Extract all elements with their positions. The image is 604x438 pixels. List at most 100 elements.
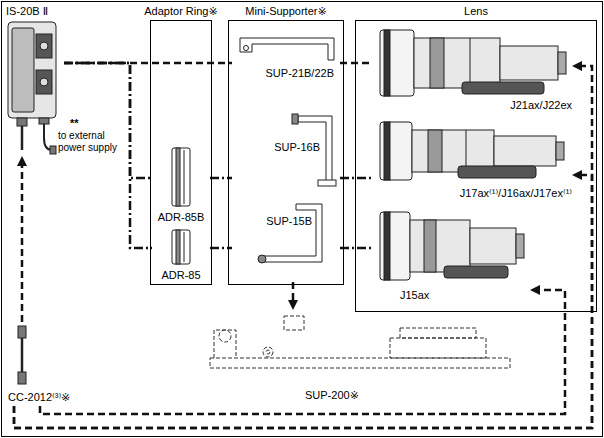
part-label: J15ax: [400, 288, 429, 302]
is20b-unit-part: [21, 126, 24, 150]
mini-supporter-drawing-part: [244, 46, 249, 51]
group-heading: Adaptor Ring※: [144, 4, 217, 18]
is20b-unit-part: [36, 34, 52, 58]
part-label: ADR-85B: [158, 210, 204, 224]
part-label: SUP-16B: [274, 140, 320, 154]
sup200-drawing: [210, 316, 510, 368]
lens-drawing-part: [556, 142, 564, 160]
mini-supporter-drawing-part: [292, 114, 298, 124]
lens-drawing-part: [494, 136, 556, 166]
connector-line: [340, 247, 372, 250]
arrowhead: [17, 156, 27, 166]
connector-line: [14, 66, 592, 428]
arrowhead: [572, 170, 582, 180]
part-item: SUP-15B: [232, 198, 340, 282]
is20b-unit-part: [36, 70, 52, 94]
part-item: SUP-16B: [232, 108, 340, 192]
note-label: to external power supply: [58, 130, 124, 154]
cable-item: CC-2012⁽³⁾※: [4, 322, 104, 406]
lens-drawing-part: [384, 212, 390, 280]
connector-line: [340, 62, 372, 65]
arrowhead: [288, 300, 298, 310]
is20b-unit-part: [39, 118, 49, 124]
lens-item: J17ax⁽¹⁾/J16ax/J17ex⁽¹⁾: [372, 118, 572, 202]
connector: [14, 61, 592, 428]
group-box: LensJ21ax/J22exJ17ax⁽¹⁾/J16ax/J17ex⁽¹⁾J1…: [355, 20, 597, 312]
part-label: J21ax/J22ex: [510, 98, 572, 112]
is20b-unit-part: [8, 22, 56, 118]
lens-drawing-part: [380, 122, 412, 180]
cc2012-cable-drawing-part: [18, 372, 26, 384]
lens-drawing-part: [384, 30, 390, 96]
adaptor-ring-drawing-part: [172, 230, 190, 264]
is20b-unit: [8, 22, 56, 154]
adaptor-ring-drawing: [172, 148, 190, 264]
lens-drawing: [380, 30, 566, 280]
lens-drawing-part: [430, 38, 444, 88]
connector: [340, 63, 372, 64]
part-label: IS-20B Ⅱ: [6, 4, 48, 18]
group-box: Adaptor Ring※ADR-85BADR-85: [150, 20, 212, 285]
mini-supporter-drawing-part: [240, 38, 334, 60]
connector: [288, 282, 298, 310]
part-label: SUP-15B: [266, 214, 312, 228]
sup200-drawing-part: [219, 330, 231, 342]
is20b-unit-part: [50, 146, 56, 154]
part-label: J17ax⁽¹⁾/J16ax/J17ex⁽¹⁾: [460, 186, 572, 200]
cc2012-cable-drawing-part: [18, 326, 26, 338]
lens-drawing-part: [380, 30, 414, 96]
part-label: SUP-200※: [305, 388, 359, 402]
sup200-drawing-part: [390, 338, 486, 358]
adaptor-ring-drawing-part: [176, 148, 180, 206]
sup200-drawing-part: [400, 328, 476, 338]
part-item: SUP-21B/22B: [232, 30, 340, 82]
lens-item: J21ax/J22ex: [372, 26, 572, 114]
sup200-drawing-part: [210, 358, 510, 368]
lens-drawing-part: [380, 212, 410, 280]
part-item: SUP-200※: [200, 310, 525, 404]
mini-supporter-drawing-part: [258, 255, 266, 263]
connector-line: [292, 282, 295, 302]
footnote-mark: **: [70, 116, 79, 130]
connector-line: [64, 63, 152, 178]
cc2012-cable-drawing-part: [21, 338, 24, 372]
connector: [17, 156, 27, 322]
lens-drawing-part: [424, 220, 436, 272]
is20b-unit-part: [12, 28, 34, 112]
mini-supporter-drawing-part: [262, 204, 322, 262]
sup200-drawing-part: [284, 316, 304, 330]
sup200-drawing-part: [263, 347, 273, 357]
mini-supporter-drawing: [240, 38, 336, 263]
connector-line: [21, 164, 24, 322]
part-item: ADR-85: [152, 228, 210, 284]
part-label: CC-2012⁽³⁾※: [8, 390, 70, 404]
connector: [40, 285, 565, 414]
cc2012-cable-drawing: [18, 326, 26, 384]
adaptor-ring-drawing-part: [176, 230, 180, 264]
lens-drawing-part: [384, 122, 390, 180]
lens-drawing-part: [516, 234, 524, 258]
lens-drawing-part: [470, 228, 516, 264]
is20b-unit-part: [17, 118, 27, 126]
lens-drawing-part: [500, 46, 558, 80]
lens-drawing-part: [410, 220, 470, 272]
arrowhead: [572, 61, 582, 71]
lens-drawing-part: [462, 82, 544, 94]
lens-drawing-part: [428, 130, 442, 172]
connector-line: [64, 63, 152, 248]
connector: [64, 63, 152, 178]
device-unit: IS-20B Ⅱ: [4, 4, 64, 156]
lens-drawing-part: [470, 38, 471, 88]
connector: [64, 63, 152, 248]
is20b-unit-part: [40, 78, 48, 86]
mini-supporter-drawing-part: [318, 180, 336, 186]
sup200-drawing-part: [214, 330, 236, 358]
group-heading: Mini-Supporter※: [245, 4, 326, 18]
part-label: ADR-85: [161, 268, 200, 282]
lens-drawing-part: [414, 38, 500, 88]
group-box: Mini-Supporter※SUP-21B/22BSUP-16BSUP-15B: [228, 20, 344, 285]
adaptor-ring-drawing-part: [184, 232, 185, 262]
